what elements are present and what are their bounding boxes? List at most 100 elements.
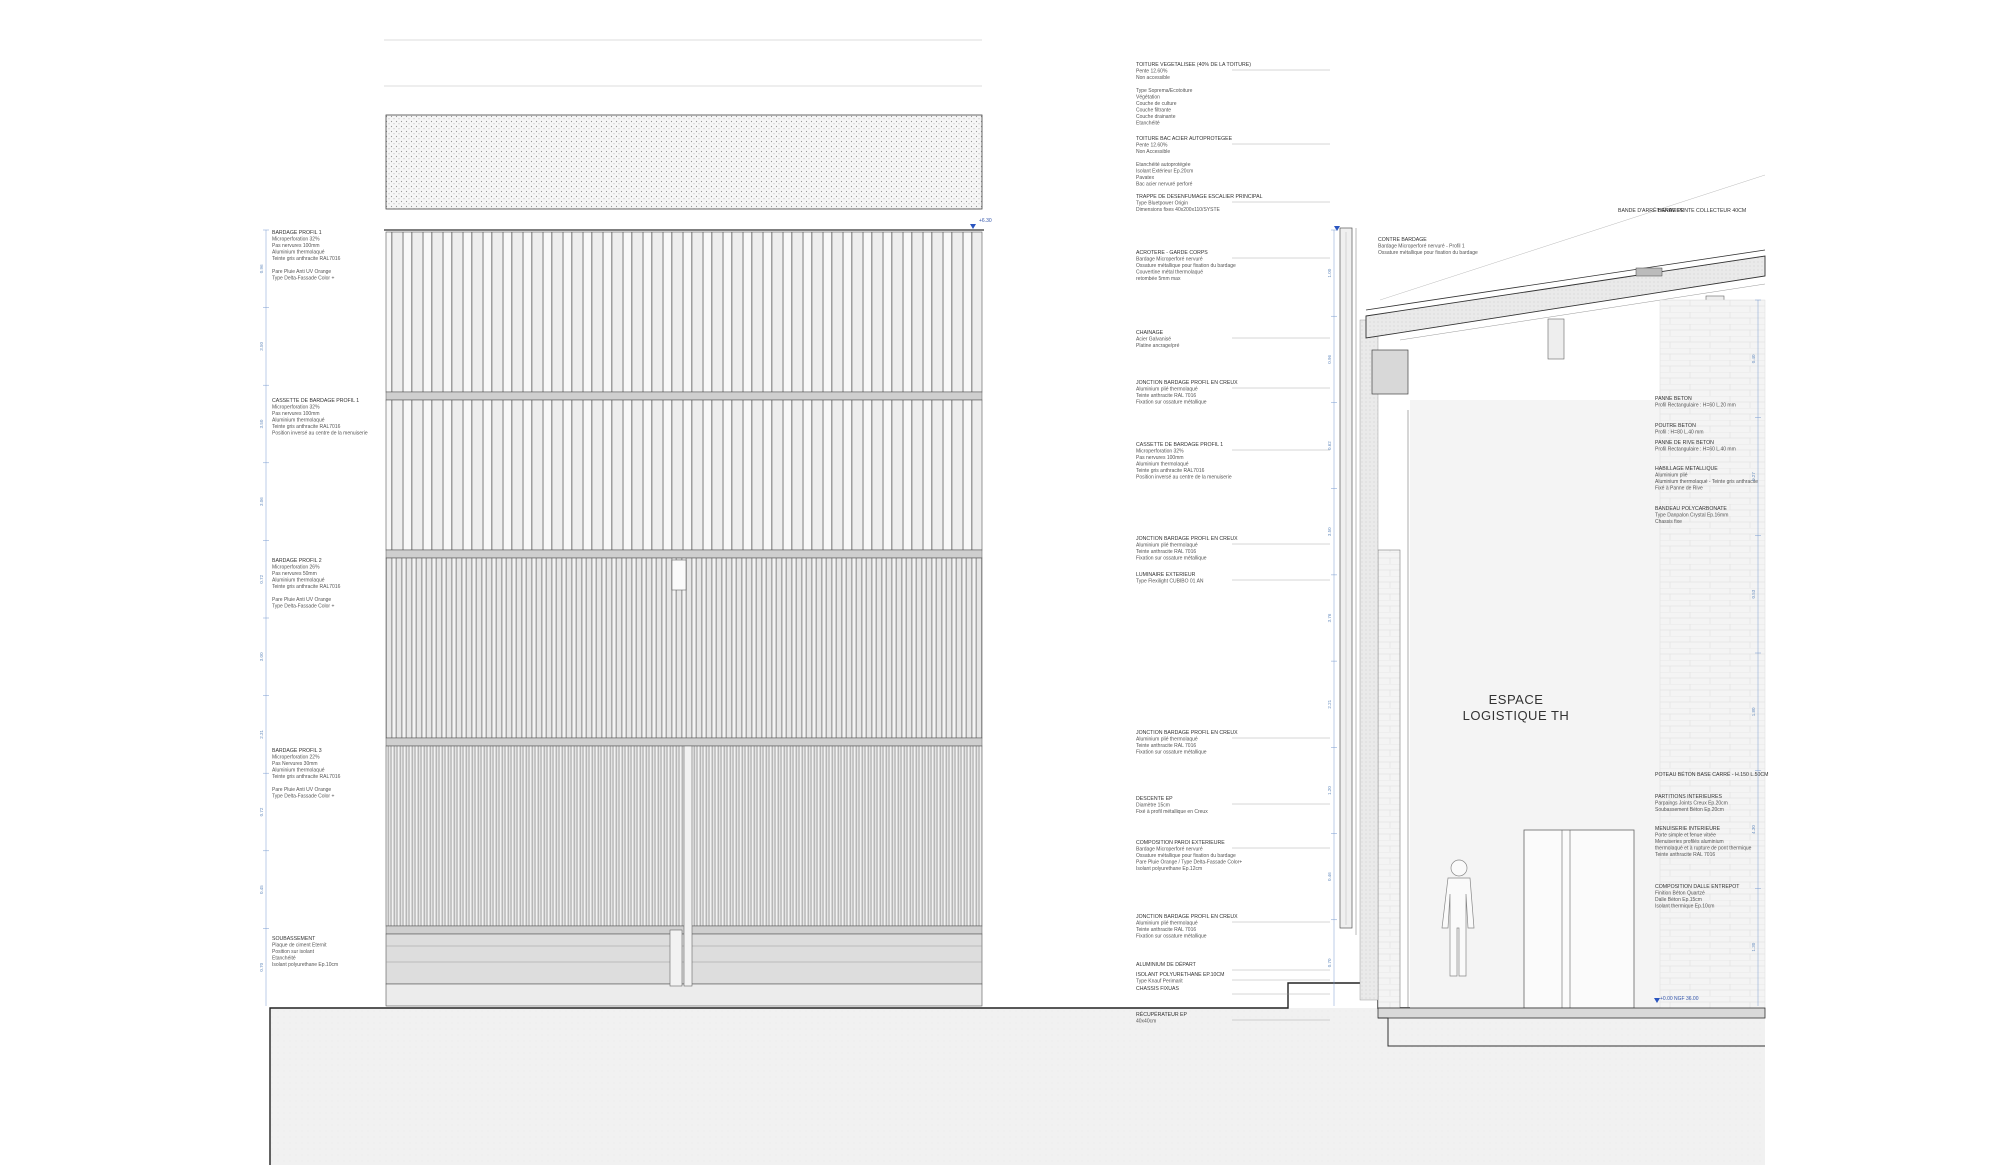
- annotation-block: Bande d'arrêt gravier: [1618, 206, 1684, 214]
- dimension-label: 3.50: [259, 342, 264, 351]
- annotation-line: Aluminium thermolaqué: [272, 418, 325, 424]
- dimension-label: 0.72: [259, 807, 264, 816]
- annotation-line: Etanchéité: [1136, 121, 1160, 127]
- annotation-line: Aluminium plié thermolaqué: [1136, 387, 1198, 393]
- human-figure: [1441, 859, 1475, 977]
- annotation-line: Pare Pluie Anti UV Orange: [272, 787, 331, 793]
- annotation-title: Bande d'arrêt gravier: [1618, 206, 1684, 214]
- annotation-line: Fixation sur ossature métallique: [1136, 934, 1207, 940]
- dimension-label: 2.31: [259, 730, 264, 739]
- annotation-line: Position inversé au centre de la menuise…: [272, 431, 368, 437]
- annotation-title: CONTRE BARDAGE: [1378, 237, 1427, 243]
- annotation-line: Teinte anthracite RAL 7016: [1136, 393, 1196, 399]
- dimension-lines: 0.963.503.503.060.723.002.310.720.450.70…: [259, 229, 1761, 1006]
- annotation-line: Teinte anthracite RAL 7016: [1136, 549, 1196, 555]
- cladding-profile-1-upper: [385, 231, 983, 393]
- annotation-title: LUMINAIRE EXTERIEUR: [1136, 572, 1196, 578]
- annotation-title: JONCTION BARDAGE PROFIL EN CREUX: [1136, 914, 1238, 920]
- annotation-block: TOITURE VEGETALISEE (40% de la toiture)P…: [1136, 62, 1330, 127]
- annotation-line: Profil Rectangulaire : H=60 L.20 mm: [1655, 403, 1736, 409]
- annotation-line: Couche filtrante: [1136, 108, 1171, 114]
- annotation-block: JONCTION BARDAGE PROFIL EN CREUXAluminiu…: [1136, 730, 1330, 756]
- dimension-label: 2.21: [1327, 699, 1332, 708]
- annotation-line: Type Delta-Fassade Color +: [272, 276, 334, 282]
- annotation-title: JONCTION BARDAGE PROFIL EN CREUX: [1136, 380, 1238, 386]
- annotation-line: Teinte gris anthracite RAL7016: [1136, 468, 1205, 474]
- annotation-title: SOUBASSEMENT: [272, 936, 316, 942]
- annotation-line: Non accessible: [1136, 75, 1170, 81]
- annotation-line: Pare Pluie Anti UV Orange: [272, 269, 331, 275]
- annotation-title: TOITURE BAC ACIER AUTOPROTEGEE: [1136, 136, 1233, 142]
- annotation-line: Plaque de ciment Eternit: [272, 943, 327, 949]
- green-roof-band: [385, 114, 983, 210]
- annotation-line: Aluminium thermolaqué - Teinte gris anth…: [1655, 479, 1758, 485]
- annotation-line: Type Danpalon Crystal Ep.16mm: [1655, 513, 1728, 519]
- annotation-line: Ossature métallique pour fixation du bar…: [1378, 250, 1478, 256]
- annotation-title: DESCENTE EP: [1136, 796, 1173, 802]
- annotation-title: BANDEAU POLYCARBONATE: [1655, 506, 1727, 512]
- annotation-block: CASSETTE DE BARDAGE PROFIL 1Microperfora…: [272, 398, 368, 437]
- dimension-label: 0.70: [1327, 958, 1332, 967]
- annotation-title: HABILLAGE METALLIQUE: [1655, 466, 1718, 472]
- annotation-block: CASSETTE DE BARDAGE PROFIL 1Microperfora…: [1136, 442, 1330, 481]
- annotation-line: Aluminium thermolaqué: [272, 768, 325, 774]
- interior-columns: [1659, 299, 1766, 1009]
- annotation-line: Teinte gris anthracite RAL7016: [272, 774, 341, 780]
- annotation-line: Teinte gris anthracite RAL7016: [272, 256, 341, 262]
- dimension-label: 0.96: [1327, 354, 1332, 363]
- interior-door: [1523, 829, 1635, 1009]
- dimension-label: 0.40: [1751, 354, 1756, 363]
- annotation-line: Isolant polyurethane Ep.10cm: [272, 962, 338, 968]
- annotation-line: Teinte anthracite RAL 7016: [1655, 852, 1715, 858]
- annotation-line: Diamètre 15cm: [1136, 803, 1170, 809]
- annotation-block: Isolant polyurethane Ep.10cmType Knauf P…: [1136, 972, 1330, 985]
- facade-elevation: +6.30: [384, 39, 992, 1007]
- dimension-label: 3.50: [1327, 527, 1332, 536]
- annotation-line: Bac acier nervuré perforé: [1136, 182, 1193, 188]
- annotation-title: CASSETTE DE BARDAGE PROFIL 1: [272, 398, 359, 404]
- annotation-line: Type Flexilight CUBIBO 01 AN: [1136, 579, 1204, 585]
- roof-ridge-beam: [1371, 349, 1409, 395]
- annotation-block: Aluminium de départ: [1136, 961, 1330, 971]
- dimension-label: 0.27: [1751, 472, 1756, 481]
- annotation-line: Fixé à Panne de Rive: [1655, 486, 1703, 492]
- dimension-label: 0.46: [1327, 872, 1332, 881]
- annotation-line: Acier Galvanisé: [1136, 337, 1171, 343]
- room-label-line-1: ESPACE: [1489, 692, 1544, 707]
- annotation-block: Poteau Béton base carré - H.150 L.50cm: [1655, 771, 1769, 778]
- annotation-block: Chassis Fixuas: [1136, 986, 1330, 995]
- section-block-wall: [1377, 549, 1401, 1009]
- annotation-line: Position sur isolant: [272, 949, 315, 955]
- annotation-line: Menuiseries profilés aluminium: [1655, 839, 1724, 845]
- annotation-line: Ossature métallique pour fixation du bar…: [1136, 263, 1236, 269]
- annotation-line: thermolaqué et à rupture de pont thermiq…: [1655, 846, 1752, 852]
- annotation-title: COMPOSITION PAROI EXTERIEURE: [1136, 840, 1225, 846]
- annotation-title: MENUISERIE INTERIEURE: [1655, 826, 1721, 832]
- annotation-line: Teinte anthracite RAL 7016: [1136, 927, 1196, 933]
- annotation-line: Parpaings Joints Creux Ep.20cm: [1655, 801, 1728, 807]
- annotation-line: Bardage Microperforé nervuré: [1136, 847, 1203, 853]
- annotation-line: 40x40cm: [1136, 1019, 1156, 1025]
- annotation-line: Porte simple et fenue vitrée: [1655, 833, 1716, 839]
- annotation-title: Isolant polyurethane Ep.10cm: [1136, 972, 1225, 978]
- annotation-line: Finition Béton Quartzé: [1655, 891, 1705, 897]
- dimension-label: 3.00: [259, 652, 264, 661]
- annotation-line: Pas nervures 50mm: [272, 571, 317, 577]
- dimension-label: 1.30: [1751, 942, 1756, 951]
- floor-slab: [1377, 1007, 1766, 1019]
- annotation-line: Aluminium thermolaqué: [272, 578, 325, 584]
- annotation-line: Teinte gris anthracite RAL7016: [272, 584, 341, 590]
- annotation-line: Microperforation 22%: [272, 755, 320, 761]
- annotation-line: Fixation sur ossature métallique: [1136, 556, 1207, 562]
- dimension-label: 0.45: [259, 885, 264, 894]
